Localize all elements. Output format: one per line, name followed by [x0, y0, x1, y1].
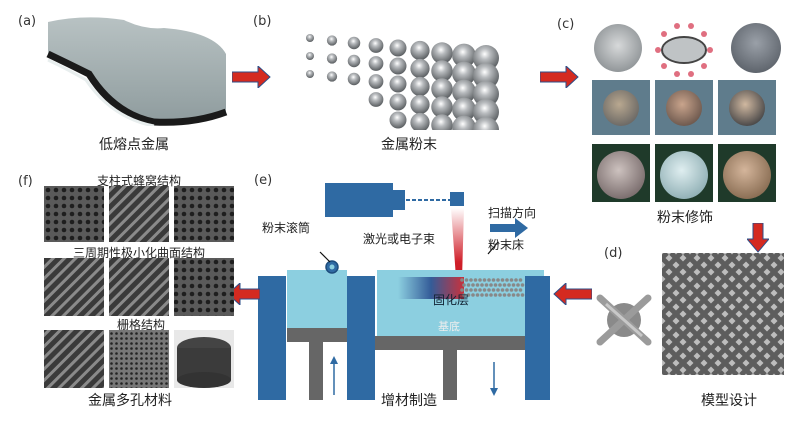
powder-particle	[431, 78, 453, 100]
group-title-strut-honeycomb: 支柱式蜂窝结构	[97, 174, 182, 188]
powder-particle	[473, 63, 499, 89]
powder-particle	[368, 56, 384, 71]
powder-particle	[452, 97, 476, 122]
arrow-right-icon	[232, 66, 271, 88]
panel-label-c: (c)	[557, 17, 575, 32]
powder-particle	[306, 34, 314, 42]
powder-particle	[389, 57, 407, 75]
powder-particle	[473, 117, 499, 130]
powder-particle	[347, 36, 361, 50]
porous-structures-grid	[44, 186, 234, 388]
powder-particle	[389, 93, 407, 111]
metal-powder-image	[306, 34, 499, 130]
powder-particle	[347, 54, 361, 68]
powder-particle	[347, 72, 361, 86]
powder-particle	[431, 42, 453, 64]
lattice-model	[662, 253, 784, 375]
additive-manufacturing-diagram	[258, 183, 550, 400]
low-melting-metal-image	[46, 17, 228, 126]
panel-label-f: (f)	[18, 174, 33, 189]
label-powder-roller: 粉末滚筒	[262, 221, 311, 235]
panel-label-a: (a)	[18, 14, 37, 29]
powder-particle	[431, 60, 453, 82]
powder-particle	[368, 74, 384, 89]
arrow-down-icon	[747, 223, 769, 253]
caption-b: 金属粉末	[381, 137, 437, 153]
powder-particle	[389, 75, 407, 93]
powder-modification-image	[592, 23, 781, 202]
panel-label-e: (e)	[254, 173, 273, 188]
powder-particle	[389, 111, 407, 129]
caption-d: 模型设计	[701, 393, 757, 409]
substrate	[375, 336, 525, 350]
label-scan-direction: 扫描方向	[488, 206, 537, 220]
label-beam: 激光或电子束	[363, 232, 436, 246]
beam-emitter	[325, 183, 393, 217]
powder-particle	[410, 40, 430, 61]
machine-wall	[258, 276, 286, 400]
coated-particle	[655, 23, 713, 77]
powder-particle	[473, 81, 499, 107]
powder-particle	[306, 52, 314, 60]
panel-label-b: (b)	[253, 14, 272, 29]
powder-particle	[410, 76, 430, 97]
label-solidified-layer: 固化层	[433, 293, 470, 307]
group-title-tpms: 三周期性极小化曲面结构	[73, 246, 206, 260]
powder-particle	[431, 114, 453, 130]
powder-particle	[326, 71, 338, 82]
powder-particle	[368, 38, 384, 53]
panel-label-d: (d)	[604, 246, 623, 261]
scan-direction-arrow	[490, 218, 528, 238]
powder-particle	[473, 99, 499, 125]
label-substrate: 基底	[438, 320, 460, 333]
machine-wall	[525, 276, 550, 400]
powder-particle	[410, 112, 430, 130]
caption-f: 金属多孔材料	[88, 393, 172, 409]
powder-particle	[452, 79, 476, 104]
powder-particle	[306, 70, 314, 78]
powder-particle	[410, 94, 430, 115]
machine-wall	[347, 276, 375, 400]
caption-a: 低熔点金属	[99, 137, 169, 153]
label-powder-bed: 粉末床	[488, 238, 525, 252]
powder-particle	[326, 35, 338, 46]
caption-c: 粉末修饰	[657, 210, 713, 226]
arrow-right-icon	[540, 66, 579, 88]
powder-particle	[452, 115, 476, 130]
powder-particle	[410, 58, 430, 79]
powder-particle	[473, 45, 499, 71]
unit-cell-model	[596, 294, 652, 346]
powder-particle	[431, 96, 453, 118]
powder-particle	[326, 53, 338, 64]
powder-particle	[452, 61, 476, 86]
caption-e: 增材制造	[381, 393, 437, 409]
powder-particle	[452, 43, 476, 68]
group-title-lattice: 栅格结构	[117, 318, 166, 332]
powder-particle	[368, 92, 384, 107]
powder-particle	[389, 39, 407, 57]
arrow-left-icon	[553, 283, 592, 305]
